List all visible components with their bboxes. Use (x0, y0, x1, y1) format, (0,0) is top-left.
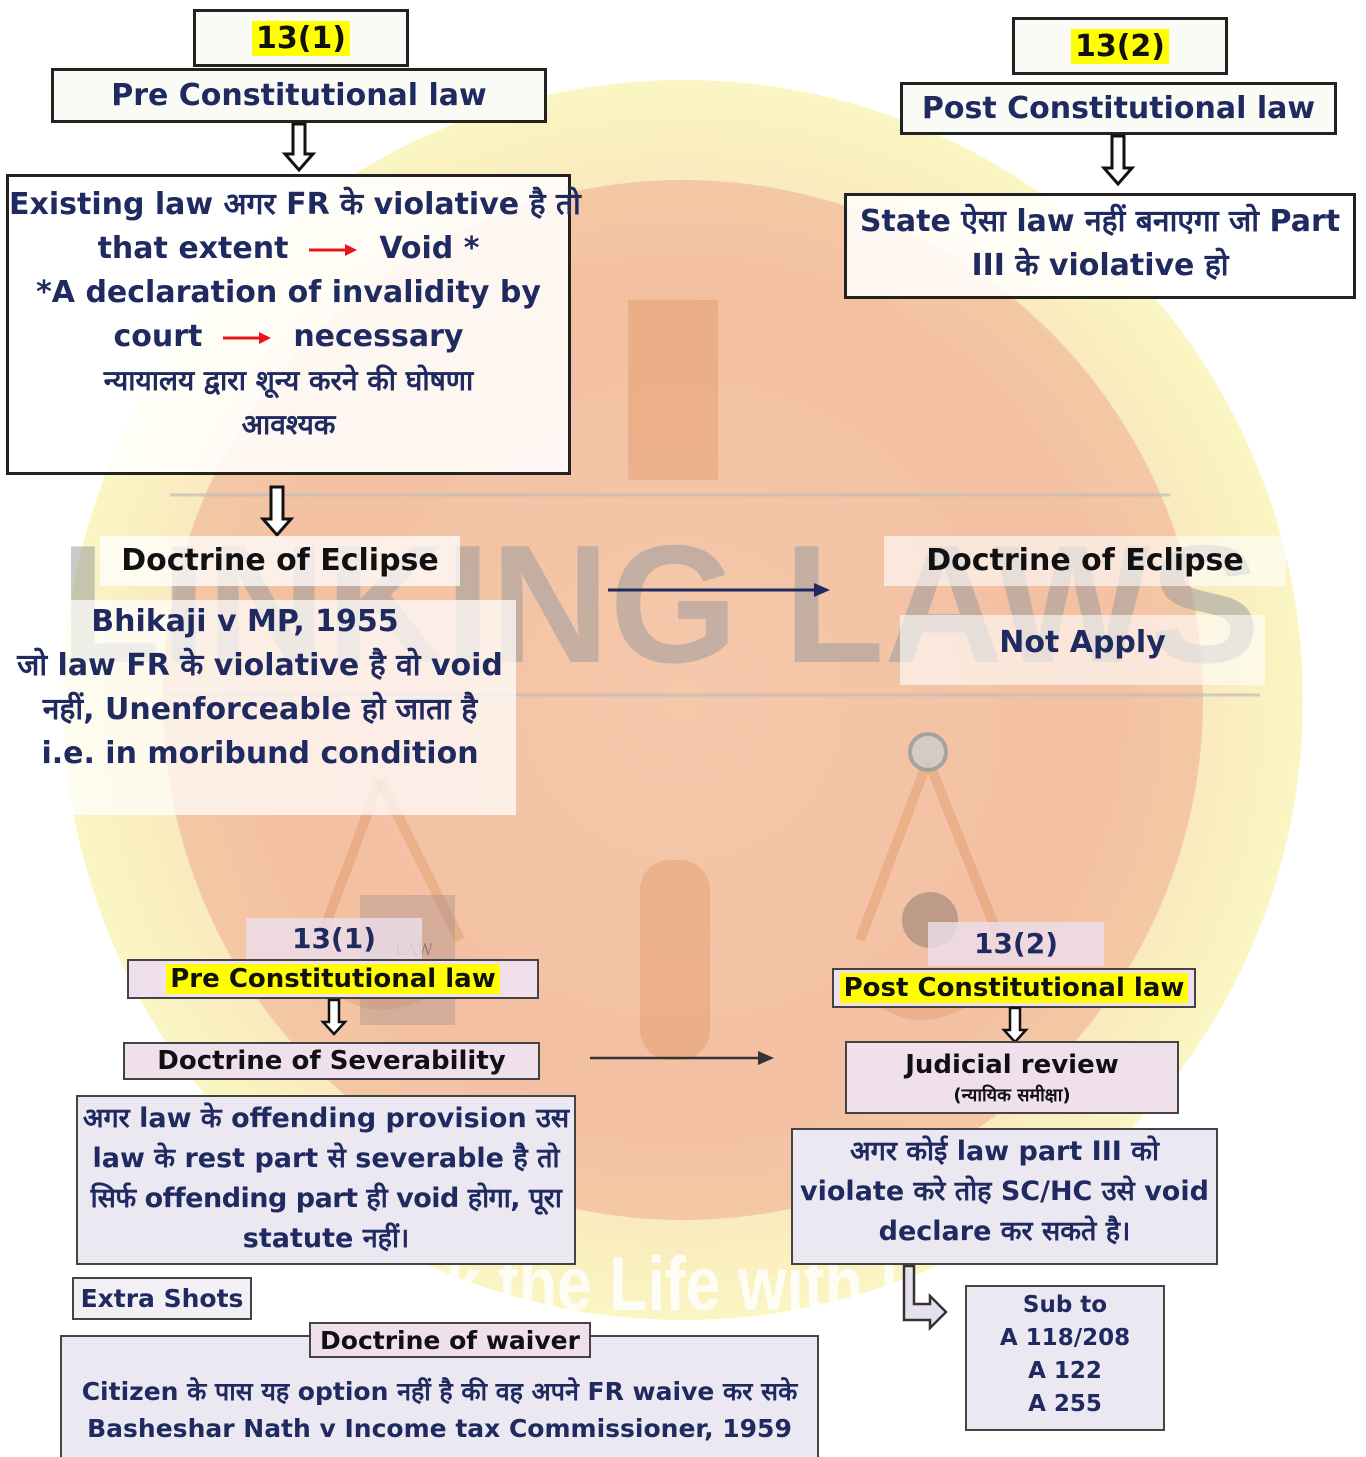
doctrine-of-waiver: Doctrine of waiver (309, 1322, 591, 1358)
article-item: A 118/208 (999, 1325, 1131, 1351)
eclipse-left-title: Doctrine of Eclipse (100, 536, 460, 586)
bhikaji-case: Bhikaji v MP, 1955 (91, 604, 399, 639)
existing-law-box: Existing law अगर FR के violative है तो t… (6, 174, 581, 475)
not-apply-block: Not Apply (900, 615, 1265, 685)
judicial-review-box: Judicial review (न्यायिक समीक्षा) (845, 1041, 1179, 1114)
section-badge-13-2: 13(2) (1012, 17, 1228, 75)
right-arrow-icon (608, 583, 830, 597)
existing-law-line: Existing law अगर FR के violative है तो (9, 187, 581, 222)
down-arrow-icon (281, 122, 317, 173)
down-arrow-icon (320, 998, 348, 1036)
declaration-line: *A declaration of invalidity by (36, 275, 541, 310)
state-law-box: State ऐसा law नहीं बनाएगा जो Part III के… (844, 193, 1356, 299)
down-arrow-icon (259, 485, 295, 538)
pre-constitutional-law-heading: Pre Constitutional law (51, 68, 547, 123)
red-arrow-icon (308, 243, 357, 256)
doctrine-of-severability: Doctrine of Severability (123, 1042, 540, 1080)
down-arrow-icon (1001, 1006, 1029, 1044)
section-badge-13-1: 13(1) (193, 9, 409, 67)
scale-knob-icon (908, 732, 948, 772)
down-arrow-icon (1100, 134, 1136, 187)
article-item: A 255 (1028, 1391, 1102, 1417)
judicial-review-description: अगर कोई law part III को violate करे तोह … (791, 1128, 1218, 1265)
pre-constitutional-law-lower: Pre Constitutional law (127, 959, 539, 999)
right-arrow-icon (590, 1051, 774, 1065)
red-arrow-icon (222, 331, 271, 344)
article-item: A 122 (1028, 1358, 1102, 1384)
watermark-pillar-icon (628, 300, 718, 480)
post-constitutional-law-heading: Post Constitutional law (900, 82, 1337, 135)
section-badge-13-2-lower: 13(2) (928, 922, 1104, 966)
severability-description: अगर law के offending provision उस law के… (76, 1095, 576, 1265)
extra-shots-label: Extra Shots (72, 1277, 252, 1320)
sub-to-label: Sub to (1022, 1292, 1108, 1318)
bhikaji-case-block: Bhikaji v MP, 1955 जो law FR के violativ… (4, 600, 516, 815)
sub-to-articles-box: Sub to A 118/208 A 122 A 255 (965, 1285, 1165, 1431)
section-badge-13-1-lower: 13(1) (246, 918, 422, 960)
bent-arrow-icon (902, 1264, 948, 1332)
hindi-declaration-line: न्यायालय द्वारा शून्य करने की घोषणा (103, 364, 474, 397)
void-line: that extent Void * (97, 231, 480, 266)
basheshar-case: Basheshar Nath v Income tax Commissioner… (87, 1414, 792, 1443)
court-necessary-line: court necessary (113, 319, 464, 354)
eclipse-right-title: Doctrine of Eclipse (884, 536, 1286, 586)
post-constitutional-law-lower: Post Constitutional law (832, 968, 1196, 1008)
hindi-necessary-line: आवश्यक (241, 408, 336, 441)
